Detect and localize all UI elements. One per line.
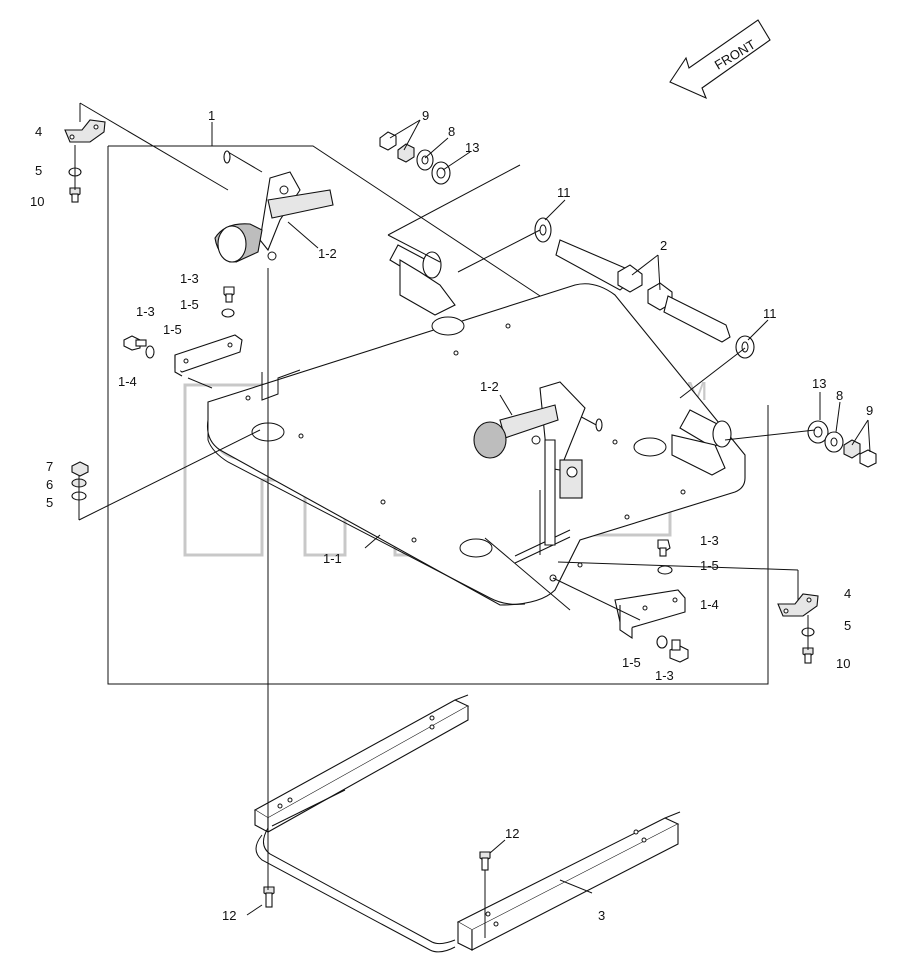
washer-1-5-right-lower	[656, 635, 668, 649]
nut-9-top-a	[379, 131, 397, 151]
bracket-4-left	[64, 119, 106, 143]
washer-11-right	[735, 335, 755, 359]
slide-rail-front	[456, 811, 681, 951]
label-1-5-right-lower: 1-5	[622, 655, 641, 670]
label-1-5-top: 1-5	[180, 297, 199, 312]
label-13-right: 13	[812, 376, 826, 391]
washer-13-right	[807, 420, 829, 444]
label-1-5-right-upper: 1-5	[700, 558, 719, 573]
label-3: 3	[598, 908, 605, 923]
washer-1-5-top	[221, 308, 235, 318]
label-1-3-right-lower: 1-3	[655, 668, 674, 683]
callout-labels: 1 1-2 1-2 1-1 1-3 1-5 1-3 1-5 1-4 1-3 1-…	[30, 108, 873, 923]
label-1-4-left: 1-4	[118, 374, 137, 389]
bolt-12-right	[479, 851, 491, 871]
hinge-tube-right	[671, 409, 732, 476]
front-direction-arrow: FRONT	[669, 19, 771, 100]
label-5-left-upper: 5	[35, 163, 42, 178]
nut-9-top-b	[397, 143, 415, 163]
washer-11-top	[534, 217, 552, 243]
label-9-right: 9	[866, 403, 873, 418]
bracket-4-right	[777, 593, 819, 617]
latch-assembly-1-2-upper	[214, 150, 334, 263]
label-1-1: 1-1	[323, 551, 342, 566]
nut-9-right-a	[843, 439, 861, 459]
label-4-right: 4	[844, 586, 851, 601]
label-1: 1	[208, 108, 215, 123]
bolt-10-right	[802, 647, 814, 664]
label-1-5-left: 1-5	[163, 322, 182, 337]
bolt-12-left	[263, 886, 275, 908]
label-11-top: 11	[557, 185, 571, 200]
label-2: 2	[660, 238, 667, 253]
label-1-4-right: 1-4	[700, 597, 719, 612]
label-11-right: 11	[763, 306, 777, 321]
label-12-left: 12	[222, 908, 236, 923]
label-7: 7	[46, 459, 53, 474]
label-1-3-left: 1-3	[136, 304, 155, 319]
label-1-3-top: 1-3	[180, 271, 199, 286]
bolt-10-left	[69, 187, 81, 203]
label-10-right: 10	[836, 656, 850, 671]
bracket-1-4-left	[174, 334, 243, 377]
label-6: 6	[46, 477, 53, 492]
bracket-1-4-right	[614, 589, 686, 640]
nut-9-right-b	[859, 449, 877, 468]
label-1-2-upper: 1-2	[318, 246, 337, 261]
leader-lines	[74, 102, 871, 938]
washer-8-right	[824, 431, 844, 453]
label-4-left: 4	[35, 124, 42, 139]
label-9-top: 9	[422, 108, 429, 123]
adjust-bar	[255, 789, 456, 953]
washer-1-5-right-upper	[657, 565, 673, 575]
label-1-3-right-upper: 1-3	[700, 533, 719, 548]
nut-7-left	[71, 461, 89, 477]
slide-rail-rear	[253, 694, 470, 833]
label-5-left-lower: 5	[46, 495, 53, 510]
latch-assembly-1-2-lower	[473, 381, 603, 546]
label-8-top: 8	[448, 124, 455, 139]
label-8-right: 8	[836, 388, 843, 403]
bolt-1-3-top	[223, 286, 235, 303]
label-5-right: 5	[844, 618, 851, 633]
bolt-1-3-right-upper	[657, 539, 671, 557]
pin-2-upper	[555, 239, 643, 293]
washer-13-top	[431, 161, 451, 185]
hinge-tube-left	[389, 244, 456, 316]
label-1-2-lower: 1-2	[480, 379, 499, 394]
pin-2-lower	[647, 282, 731, 343]
label-10-left: 10	[30, 194, 44, 209]
label-13-top: 13	[465, 140, 479, 155]
label-12-right: 12	[505, 826, 519, 841]
bolt-1-3-left	[123, 335, 147, 351]
washer-1-5-left	[145, 345, 155, 359]
bolt-1-3-right-lower	[669, 639, 689, 663]
